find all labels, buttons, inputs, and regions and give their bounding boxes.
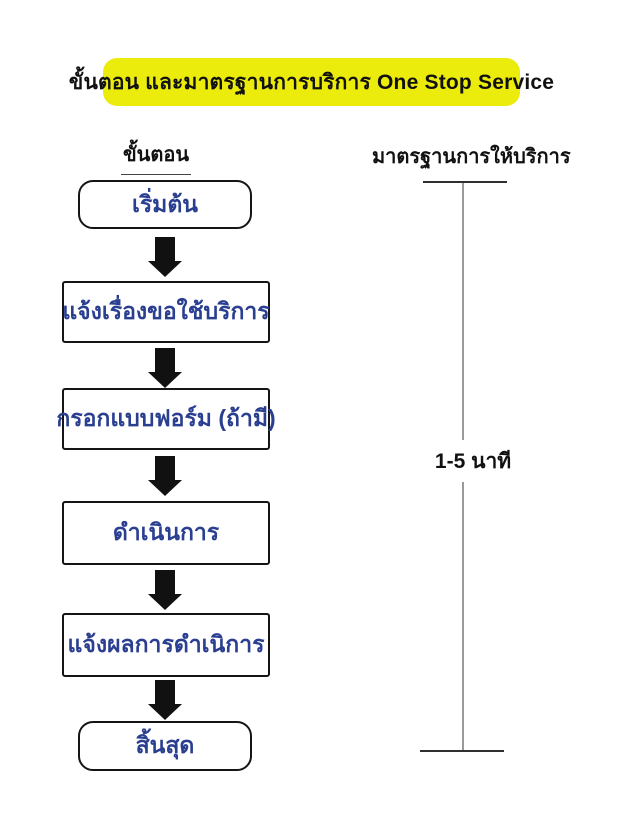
flow-step-fill-form: กรอกแบบฟอร์ม (ถ้ามี) — [56, 388, 276, 450]
arrow-down-icon — [148, 570, 182, 610]
arrow-head — [148, 372, 182, 388]
arrow-stem — [155, 680, 175, 704]
arrow-stem — [155, 348, 175, 372]
arrow-down-icon — [148, 456, 182, 496]
arrow-stem — [155, 237, 175, 261]
arrow-down-icon — [148, 348, 182, 388]
duration-span-tick-bottom — [420, 750, 504, 752]
arrow-stem — [155, 570, 175, 594]
flow-step-end: สิ้นสุด — [78, 721, 252, 771]
duration-label: 1-5 นาที — [425, 440, 521, 482]
arrow-head — [148, 480, 182, 496]
flow-step-request-service: แจ้งเรื่องขอใช้บริการ — [62, 281, 270, 343]
arrow-stem — [155, 456, 175, 480]
flow-step-report-result: แจ้งผลการดำเนิการ — [62, 613, 270, 677]
flow-step-start: เริ่มต้น — [78, 180, 252, 229]
arrow-head — [148, 704, 182, 720]
column-header-service-standard: มาตรฐานการให้บริการ — [372, 146, 571, 168]
arrow-down-icon — [148, 680, 182, 720]
page-title: ขั้นตอน และมาตรฐานการบริการ One Stop Ser… — [69, 58, 554, 106]
duration-span-tick-top — [423, 181, 507, 183]
column-header-steps: ขั้นตอน — [108, 138, 204, 175]
flow-step-process: ดำเนินการ — [62, 501, 270, 565]
arrow-down-icon — [148, 237, 182, 277]
arrow-head — [148, 594, 182, 610]
column-header-steps-label: ขั้นตอน — [120, 138, 191, 175]
arrow-head — [148, 261, 182, 277]
